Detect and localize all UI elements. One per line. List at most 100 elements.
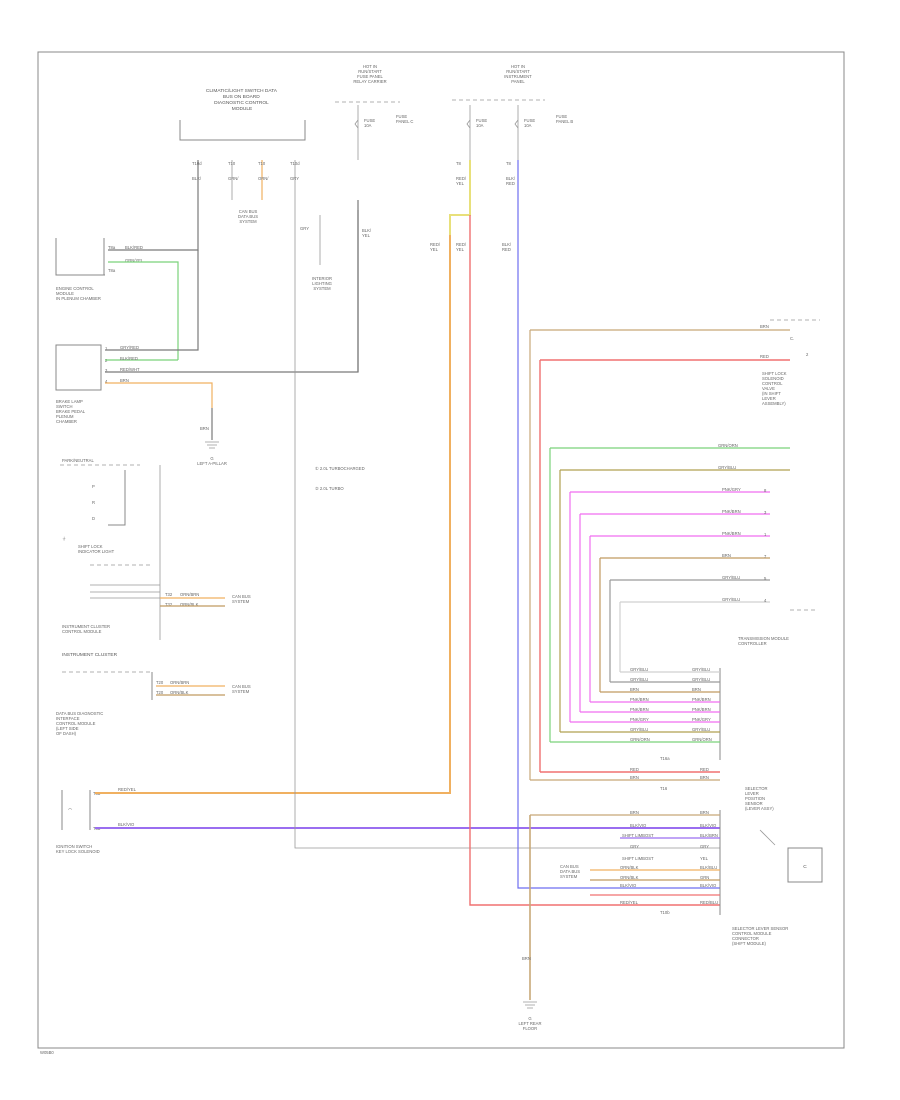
svg-text:T8: T8	[506, 161, 512, 166]
svg-text:BLK/RED: BLK/RED	[502, 242, 512, 252]
svg-text:ORN/: ORN/	[258, 176, 269, 181]
svg-text:BRN: BRN	[700, 810, 709, 815]
svg-text:GRY/BLU: GRY/BLU	[630, 677, 648, 682]
svg-text:T10: T10	[228, 161, 236, 166]
svg-text:GRY/BLU: GRY/BLU	[630, 667, 648, 672]
svg-text:PNK/GRY: PNK/GRY	[692, 717, 711, 722]
svg-text:BRN: BRN	[630, 775, 639, 780]
svg-text:GRY/BLU: GRY/BLU	[722, 597, 740, 602]
top-module-wires: T10d T10 T10 T10d BLK/ GRN/ ORN/ GRY CAN…	[192, 160, 300, 224]
svg-text:ORN/BRN: ORN/BRN	[170, 680, 189, 685]
svg-text:T20: T20	[156, 680, 164, 685]
svg-text:RED: RED	[630, 767, 639, 772]
svg-text:D: D	[92, 516, 95, 521]
svg-text:T10d: T10d	[290, 161, 300, 166]
svg-text:BRN: BRN	[522, 956, 531, 961]
svg-text:7: 7	[764, 554, 767, 559]
svg-text:T16a: T16a	[660, 756, 670, 761]
svg-text:GRY/BLU: GRY/BLU	[722, 575, 740, 580]
svg-text:PNK/GRY: PNK/GRY	[722, 487, 741, 492]
svg-text:PNK/BRN: PNK/BRN	[692, 697, 711, 702]
svg-text:RED/YEL: RED/YEL	[620, 900, 639, 905]
svg-text:4: 4	[764, 598, 767, 603]
svg-text:GRY: GRY	[700, 844, 709, 849]
svg-text:BLK/BLU: BLK/BLU	[700, 865, 717, 870]
c-terminal: C	[803, 864, 807, 870]
selector-lever-sensor: BRN BRN BLK/VIO BLK/VIO SHIFT LIMBOST BLK/B…	[529, 786, 823, 1000]
svg-text:T10d: T10d	[192, 161, 202, 166]
svg-text:ORN/BLK: ORN/BLK	[620, 865, 639, 870]
svg-text:T32: T32	[165, 602, 173, 607]
svg-text:BRN: BRN	[692, 687, 701, 692]
svg-text:GRY/RED: GRY/RED	[120, 345, 139, 350]
svg-text:PNK/BRN: PNK/BRN	[630, 697, 649, 702]
svg-text:T16: T16	[660, 786, 668, 791]
svg-text:BRN: BRN	[630, 810, 639, 815]
footer-code: W05B0	[40, 1050, 54, 1055]
svg-text:ORN/BLK: ORN/BLK	[620, 875, 639, 880]
legend-line-2: ② 2.0L TURBO	[315, 486, 344, 491]
svg-text:RED/YEL: RED/YEL	[456, 242, 467, 252]
ground-label-bottom: G	[528, 1016, 531, 1021]
transmission-module-wires: GRN/ORN GRY/BLU PNK/GRY PNK/BRN PNK/BRN …	[549, 443, 815, 742]
svg-text:⏚: ⏚	[62, 536, 66, 541]
svg-text:GRN/ORN: GRN/ORN	[630, 737, 650, 742]
connector-block-t16: GRY/BLU GRY/BLU GRY/BLU GRY/BLU BRN BRN PNK…	[530, 667, 721, 791]
svg-text:T20: T20	[156, 690, 164, 695]
svg-text:PNK/GRY: PNK/GRY	[630, 717, 649, 722]
svg-text:5: 5	[764, 576, 767, 581]
svg-text:GRY/BLU: GRY/BLU	[692, 677, 710, 682]
cluster-label: INSTRUMENT CLUSTER	[62, 652, 118, 658]
ground-label-1: G	[210, 456, 213, 461]
svg-text:RED/WHT: RED/WHT	[120, 367, 140, 372]
svg-text:T8: T8	[456, 161, 462, 166]
svg-text:YEL: YEL	[700, 856, 709, 861]
svg-text:SHIFT LIMBOST: SHIFT LIMBOST	[622, 856, 654, 861]
svg-text:T8a: T8a	[108, 268, 116, 273]
svg-text:RED/YEL: RED/YEL	[430, 242, 441, 252]
brake-lamp-switch: 1 2 3 4 GRY/RED BLK/RED RED/WHT BRN BRAK…	[55, 200, 359, 466]
svg-text:BLK/VIO: BLK/VIO	[118, 822, 135, 827]
svg-text:GRY/BLU: GRY/BLU	[692, 727, 710, 732]
fuse-feed-wires: T8 T8 RED/YEL BLK/RED RED/YEL RED/YEL BL…	[430, 160, 720, 906]
svg-text:PNK/BRN: PNK/BRN	[692, 707, 711, 712]
svg-text:GRN/YEL: GRN/YEL	[125, 258, 144, 263]
svg-text:GRN/ORN: GRN/ORN	[692, 737, 712, 742]
svg-text:BLK/VIO: BLK/VIO	[620, 883, 637, 888]
svg-text:RED/YEL: RED/YEL	[118, 787, 137, 792]
svg-text:BRN: BRN	[700, 775, 709, 780]
svg-text:BLK/VIO: BLK/VIO	[630, 823, 647, 828]
svg-text:BRN: BRN	[760, 324, 769, 329]
svg-text:T32: T32	[165, 592, 173, 597]
svg-text:BLK/BRN: BLK/BRN	[700, 833, 718, 838]
svg-text:GRY/BLU: GRY/BLU	[718, 465, 736, 470]
svg-text:ORN/BLK: ORN/BLK	[180, 602, 199, 607]
svg-text:R: R	[92, 500, 95, 505]
svg-text:GRY: GRY	[300, 226, 309, 231]
svg-text:PNK/BRN: PNK/BRN	[722, 531, 741, 536]
svg-text:ORN/BLK: ORN/BLK	[170, 690, 189, 695]
svg-text:RED/YEL: RED/YEL	[456, 176, 467, 186]
